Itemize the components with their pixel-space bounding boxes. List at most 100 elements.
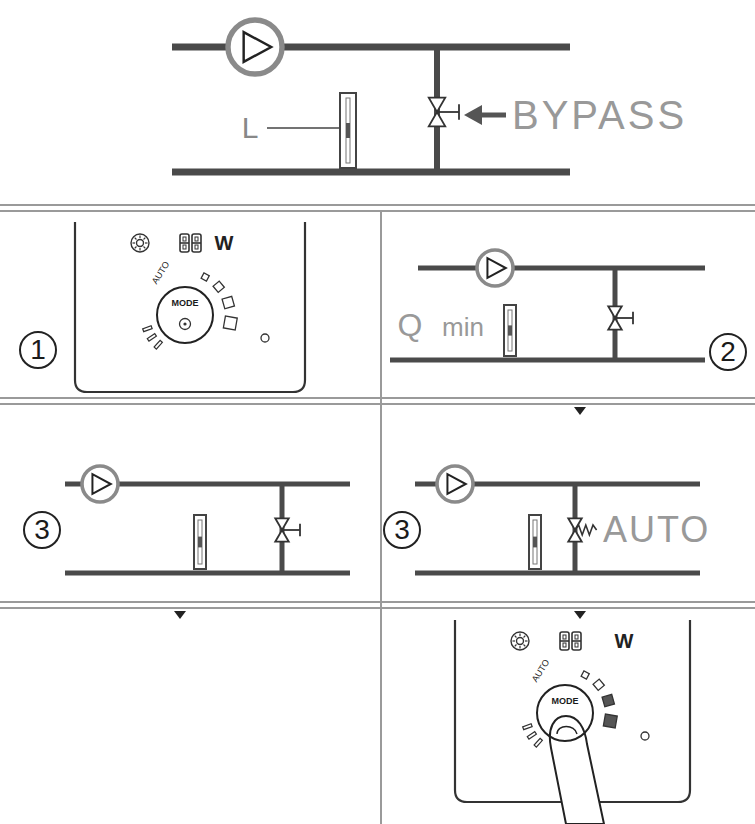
dial-mark [581,671,589,679]
icon-ray [524,636,526,638]
gauge-tube [533,520,537,564]
callout-number: 3 [383,511,421,549]
gauge-tube [508,310,512,351]
valve-symbol [568,530,582,542]
segment-digit [192,234,201,252]
mode-knob: MODE [536,684,594,742]
segment-bar [180,242,189,244]
level-gauge [340,93,356,168]
segment-digit [195,245,198,249]
callout-number: 3 [23,511,61,549]
valve-handle [458,104,460,119]
level-gauge [504,305,516,356]
dial-mark [222,296,234,308]
valve-handle [632,312,634,325]
icon-ray [524,645,526,647]
level-gauge [529,515,541,569]
spring-actuator [575,525,597,535]
pipe [390,358,705,363]
icon-ray [145,242,148,243]
knob-label: MODE [172,299,199,308]
valve-symbol [429,98,446,112]
step-arrow [574,407,586,415]
gauge-tube [198,520,202,564]
dial-label: AUTO [531,658,552,684]
pump-symbol [228,20,282,74]
dial-mark [523,724,532,730]
pump-symbol [477,250,513,286]
arrow-shaft [478,113,506,118]
icon-ray [525,640,528,641]
unit-label: W [215,233,234,253]
dial-mark [527,732,536,740]
segment-digit [575,635,578,639]
segment-digit [563,635,566,639]
arrow-head [464,105,482,125]
off-mark [261,334,269,342]
unit-label: W [615,631,634,651]
flow-label: Q [398,309,423,341]
segment-digit [572,632,581,650]
icon-ray [139,236,140,239]
step-arrow [574,611,586,619]
dial-mark [602,694,614,706]
dial-mark [154,340,162,349]
dial-mark [534,738,542,747]
icon-ring [511,632,529,650]
dial-mark [223,316,237,330]
valve-symbol [275,530,289,542]
segment-digit [183,245,186,249]
dial-label: AUTO [151,260,172,286]
separator [0,403,755,405]
valve-handle [299,524,301,537]
callout-digit: 2 [720,338,736,366]
separator [380,211,382,824]
segment-digit [195,237,198,241]
pump-triangle [447,474,465,494]
icon-ray [519,634,520,637]
pump-symbol [82,466,118,502]
icon-ray [144,238,146,240]
pump-triangle [92,474,110,494]
pump-triangle [487,258,505,278]
mode-knob: MODE [156,286,214,344]
icon-ray [135,247,137,249]
pipe [65,571,350,576]
callout-digit: 3 [394,516,410,544]
knob-label: MODE [552,697,579,706]
segment-bar [572,640,581,642]
level-gauge [194,515,206,569]
leader-line [267,127,339,129]
separator [0,601,755,603]
dial-mark [593,679,604,690]
pipe [172,169,570,176]
valve-handle [437,111,459,113]
valve-symbol [608,318,622,330]
segment-digit [575,643,578,647]
callout-digit: 3 [34,516,50,544]
icon-ray [519,646,520,649]
pump-symbol [437,466,473,502]
icon-ray [515,636,517,638]
separator [0,204,755,206]
callout-digit: 1 [30,336,46,364]
segment-bar [560,640,569,642]
dial-mark [143,326,152,332]
icon-ray [513,640,516,641]
callout-number: 1 [19,331,57,369]
gauge-float [508,325,512,335]
knob-indicator [183,322,186,325]
dial-mark [603,714,617,728]
separator [0,607,755,609]
icon-ray [144,247,146,249]
segment-digit [183,237,186,241]
off-mark [641,732,649,740]
valve-symbol [429,112,446,126]
mode-label: AUTO [603,512,710,548]
icon-sun [517,638,524,645]
icon-ring [131,234,149,252]
icon-ray [133,242,136,243]
segment-digit [560,632,569,650]
